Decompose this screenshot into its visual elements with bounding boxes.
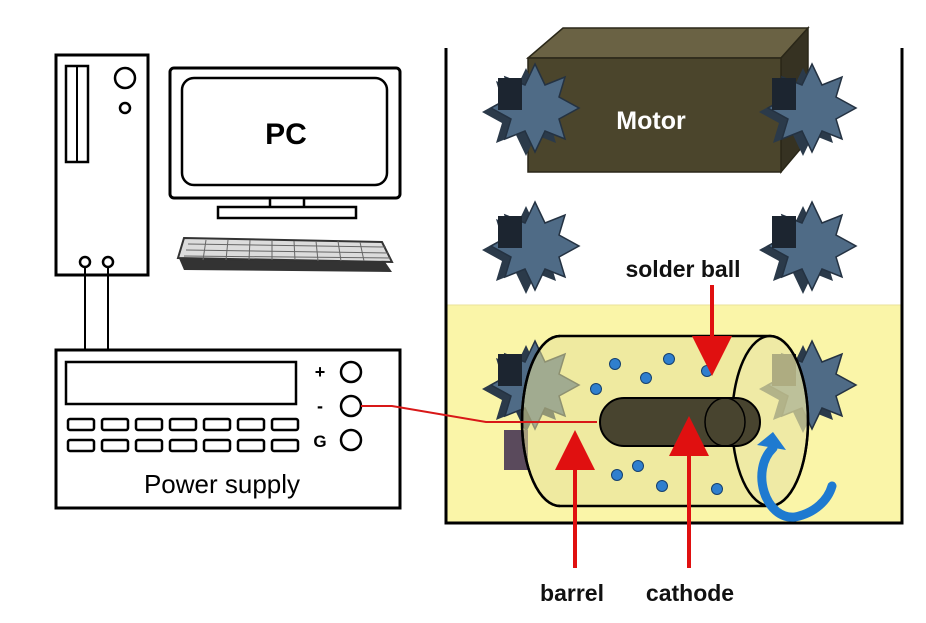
terminal-minus-label: -: [317, 396, 323, 416]
cathode: [599, 397, 761, 447]
tower-port-left: [78, 255, 92, 269]
power-supply-label: Power supply: [144, 469, 300, 499]
rotation-arrow-icon: [757, 432, 837, 522]
cathode-label: cathode: [646, 580, 734, 606]
terminal-ground: [339, 428, 363, 452]
keyboard-icon: [176, 236, 394, 272]
power-supply-display: [64, 360, 298, 406]
motor: [525, 26, 810, 175]
solder-ball-label: solder ball: [625, 256, 740, 282]
pc-monitor: [168, 66, 402, 220]
cathode-wire: [361, 405, 597, 423]
computer-tower: [54, 53, 150, 277]
barrel-label: barrel: [540, 580, 604, 606]
power-supply: [54, 348, 402, 510]
terminal-minus: [339, 394, 363, 418]
motor-label: Motor: [616, 107, 686, 135]
power-supply-buttons: [66, 417, 300, 453]
terminal-plus-label: +: [315, 362, 326, 382]
data-cable: [84, 267, 109, 352]
tower-port-right: [101, 255, 115, 269]
terminal-plus: [339, 360, 363, 384]
terminal-ground-label: G: [313, 432, 326, 451]
pc-label: PC: [265, 118, 307, 151]
left-gear-chain: [482, 63, 580, 470]
